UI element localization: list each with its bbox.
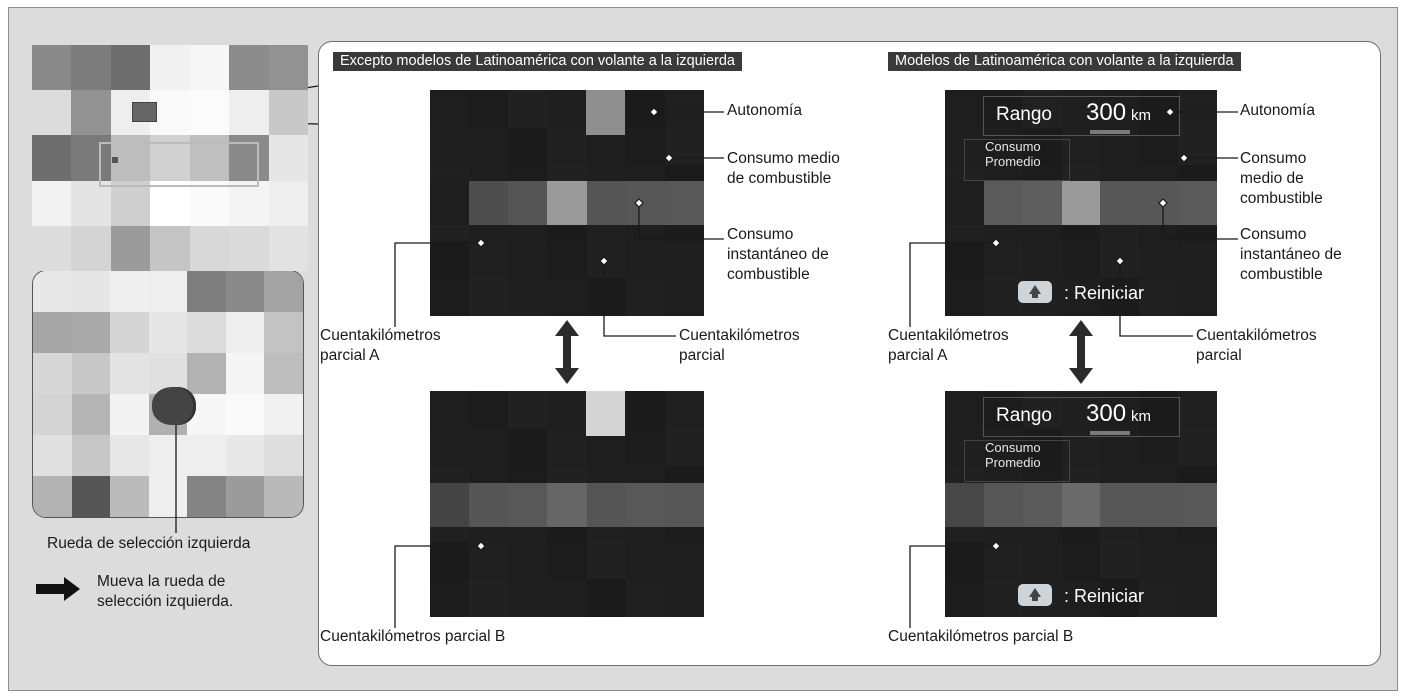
- range-box: [983, 96, 1180, 136]
- reset-button-icon: [1018, 281, 1052, 303]
- consumo-promedio-text-2: Consumo Promedio: [985, 440, 1041, 470]
- label-autonomia-right: Autonomía: [1240, 102, 1315, 119]
- screen-left-bottom: [430, 391, 704, 617]
- range-box-2: [983, 397, 1180, 437]
- consumo-promedio-text: Consumo Promedio: [985, 139, 1041, 169]
- label-consumo-inst-right: Consumo instantáneo de combustible: [1240, 226, 1342, 283]
- range-unit: km: [1131, 107, 1151, 124]
- range-label-2: Rango: [996, 405, 1052, 426]
- pixel-mosaic: [32, 45, 308, 271]
- label-trip-left: Cuentakilómetros parcial: [679, 327, 800, 364]
- thumb-highlight-strip: [99, 142, 259, 187]
- pixel-mosaic: [33, 271, 303, 517]
- label-trip-b-left: Cuentakilómetros parcial B: [320, 628, 506, 645]
- range-tick: [1090, 130, 1130, 134]
- reset-text: : Reiniciar: [1064, 283, 1145, 303]
- range-value-2: 300: [1086, 400, 1127, 427]
- zoom-inset: [32, 270, 304, 518]
- header-left: Excepto modelos de Latinoamérica con vol…: [333, 52, 742, 71]
- label-autonomia-left: Autonomía: [727, 102, 802, 119]
- screen-left-top: [430, 90, 704, 316]
- label-wheel: Rueda de selección izquierda: [47, 535, 251, 552]
- consumo-box: [964, 139, 1070, 181]
- label-consumo-medio-right: Consumo medio de combustible: [1240, 150, 1323, 207]
- thumb-highlight-small: [132, 102, 157, 122]
- range-label: Rango: [996, 104, 1052, 125]
- range-value: 300: [1086, 99, 1127, 126]
- screen-gauge-bar: [945, 483, 1217, 527]
- label-consumo-inst-left: Consumo instantáneo de combustible: [727, 226, 829, 283]
- screen-top-tile: [586, 391, 625, 436]
- header-right: Modelos de Latinoamérica con volante a l…: [888, 52, 1241, 71]
- thumb-pointer-dot: [112, 157, 118, 163]
- label-trip-a-left: Cuentakilómetros parcial A: [320, 327, 441, 364]
- reset-text-2: : Reiniciar: [1064, 586, 1145, 606]
- label-trip-a-right: Cuentakilómetros parcial A: [888, 327, 1009, 364]
- range-tick: [1090, 431, 1130, 435]
- reset-button-icon-2: [1018, 584, 1052, 606]
- label-instruction: Mueva la rueda de selección izquierda.: [97, 573, 234, 610]
- screen-gauge-bar: [945, 181, 1217, 225]
- range-unit-2: km: [1131, 408, 1151, 425]
- consumo-box-2: [964, 440, 1070, 482]
- screen-gauge-bar: [430, 483, 704, 527]
- screen-top-tile: [586, 90, 625, 135]
- screen-right-bottom: [945, 391, 1217, 617]
- selector-wheel-icon: [152, 387, 196, 425]
- label-trip-right: Cuentakilómetros parcial: [1196, 327, 1317, 364]
- label-trip-b-right: Cuentakilómetros parcial B: [888, 628, 1074, 645]
- screen-gauge-bar: [430, 181, 704, 225]
- label-consumo-medio-left: Consumo medio de combustible: [727, 150, 840, 187]
